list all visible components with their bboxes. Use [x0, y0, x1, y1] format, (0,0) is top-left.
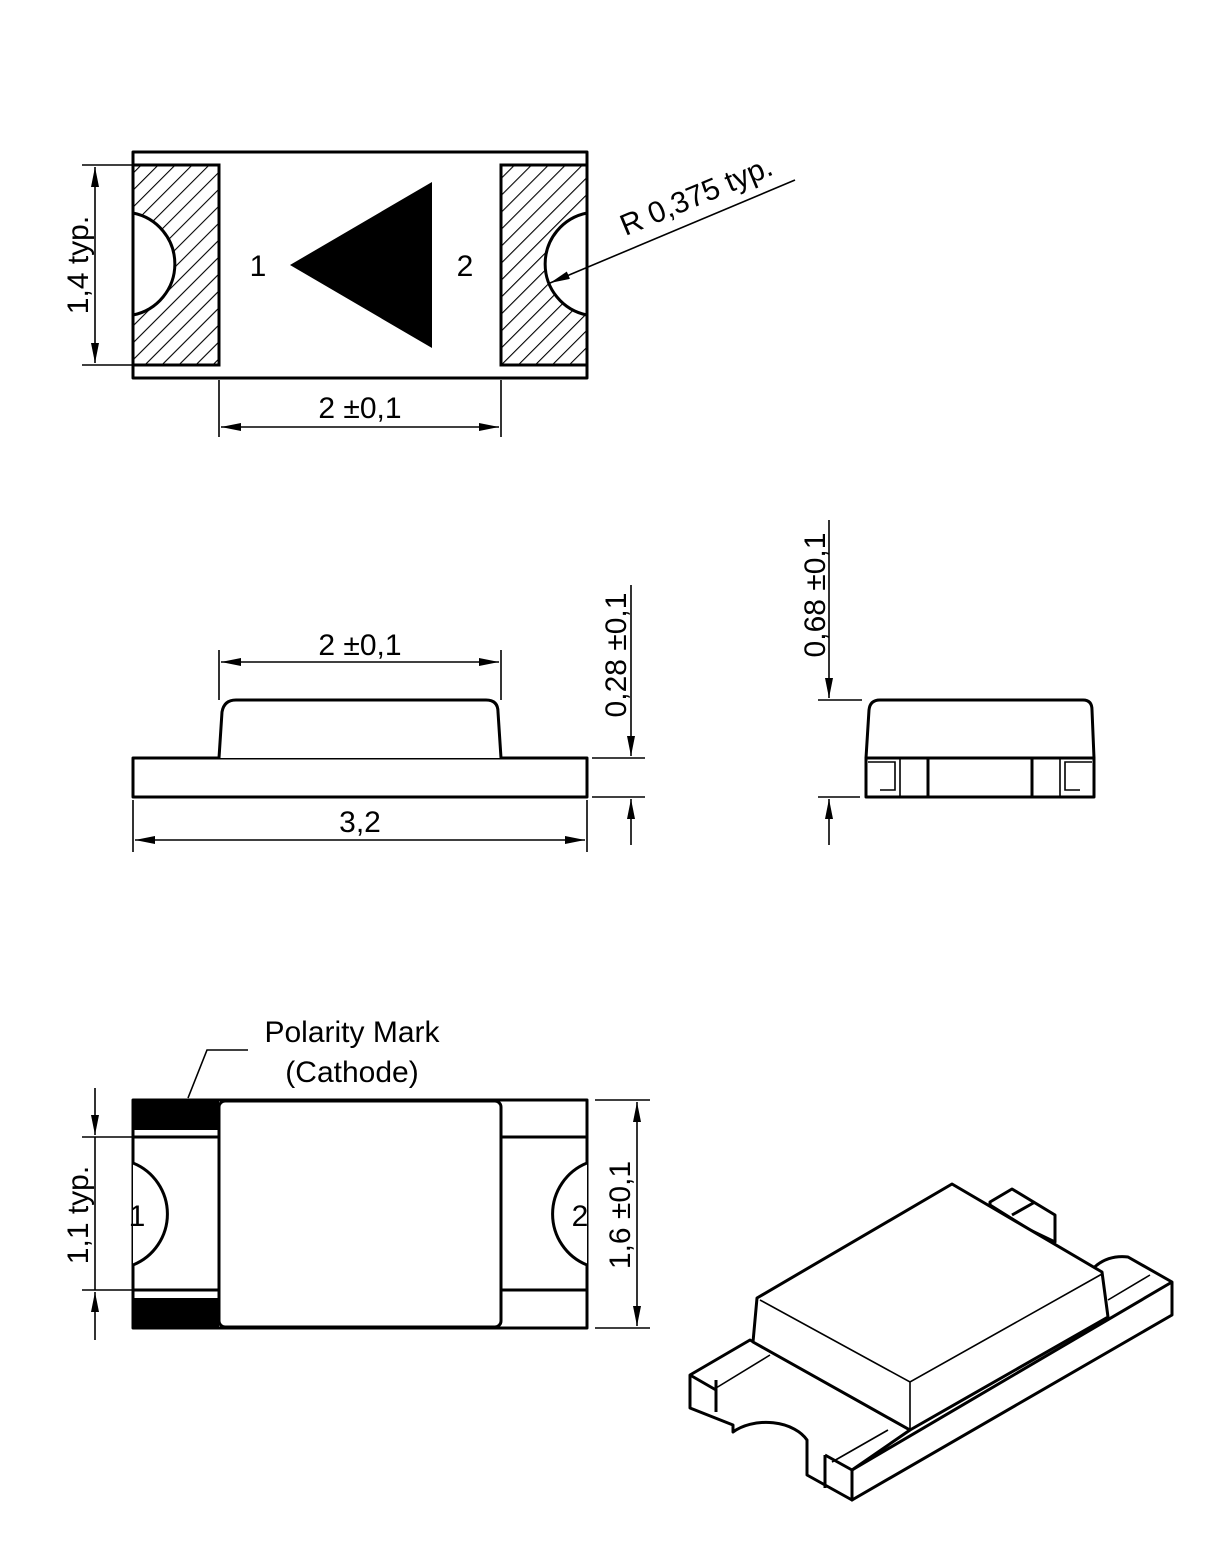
base-height-text: 0,28 ±0,1: [600, 593, 633, 718]
end-lens-outline: [864, 698, 1096, 760]
base-outline: [131, 756, 589, 799]
pad-spacing-text: 2 ±0,1: [318, 392, 401, 425]
polarity-mark-text: Polarity Mark: [264, 1016, 440, 1049]
cutout-text: 1,1 typ.: [62, 1166, 95, 1264]
lens-width-text: 2 ±0,1: [318, 629, 401, 662]
package-outline: [131, 150, 589, 380]
pad-2-cutout: [551, 1161, 588, 1267]
top-view: 1 2 1,4 typ. 2 ±0,1 R 0,375 typ.: [62, 150, 796, 437]
polarity-callout: Polarity Mark (Cathode): [187, 1016, 441, 1099]
pin-2-label: 2: [457, 250, 474, 283]
diode-triangle-icon: [290, 182, 432, 348]
bottom-view: 1 2 Polarity Mark (Cathode) 1,1 typ. 1,6…: [62, 1016, 650, 1340]
cathode-text: (Cathode): [285, 1056, 418, 1089]
polarity-mark-top: [133, 1100, 219, 1130]
polarity-mark-bottom: [133, 1298, 219, 1328]
lens-width-dimension: 2 ±0,1: [218, 629, 502, 700]
length-dimension: 3,2: [132, 800, 588, 852]
total-height-dimension: 0,68 ±0,1: [799, 520, 862, 845]
base-height-dimension: 0,28 ±0,1: [592, 585, 645, 845]
lens-outline: [217, 698, 503, 759]
pad-height-dimension: 1,4 typ.: [62, 164, 133, 366]
pad-1-hatched: [131, 163, 221, 367]
bottom-body: [217, 1099, 503, 1329]
total-height-text: 0,68 ±0,1: [799, 533, 832, 658]
pad-height-text: 1,4 typ.: [62, 216, 95, 314]
pad-spacing-dimension: 2 ±0,1: [218, 380, 502, 437]
pad-1-cutout: [132, 1161, 169, 1267]
cutout-dimension: 1,1 typ.: [62, 1088, 133, 1340]
width-dimension: 1,6 ±0,1: [595, 1099, 650, 1329]
side-view: 2 ±0,1 3,2 0,28 ±0,1: [131, 585, 645, 852]
length-text: 3,2: [339, 806, 381, 839]
end-view: 0,68 ±0,1: [799, 520, 1096, 845]
isometric-view: [688, 1182, 1174, 1502]
bottom-pin-2-label: 2: [572, 1200, 589, 1233]
bottom-pin-1-label: 1: [129, 1200, 146, 1233]
end-terminal-left: [868, 758, 901, 798]
end-terminal-right: [1059, 758, 1092, 797]
pad-2-hatched: [499, 163, 589, 367]
radius-text: R 0,375 typ.: [615, 150, 777, 243]
width-text: 1,6 ±0,1: [604, 1161, 637, 1269]
pin-1-label: 1: [250, 250, 267, 283]
end-base-outline: [864, 756, 1096, 799]
